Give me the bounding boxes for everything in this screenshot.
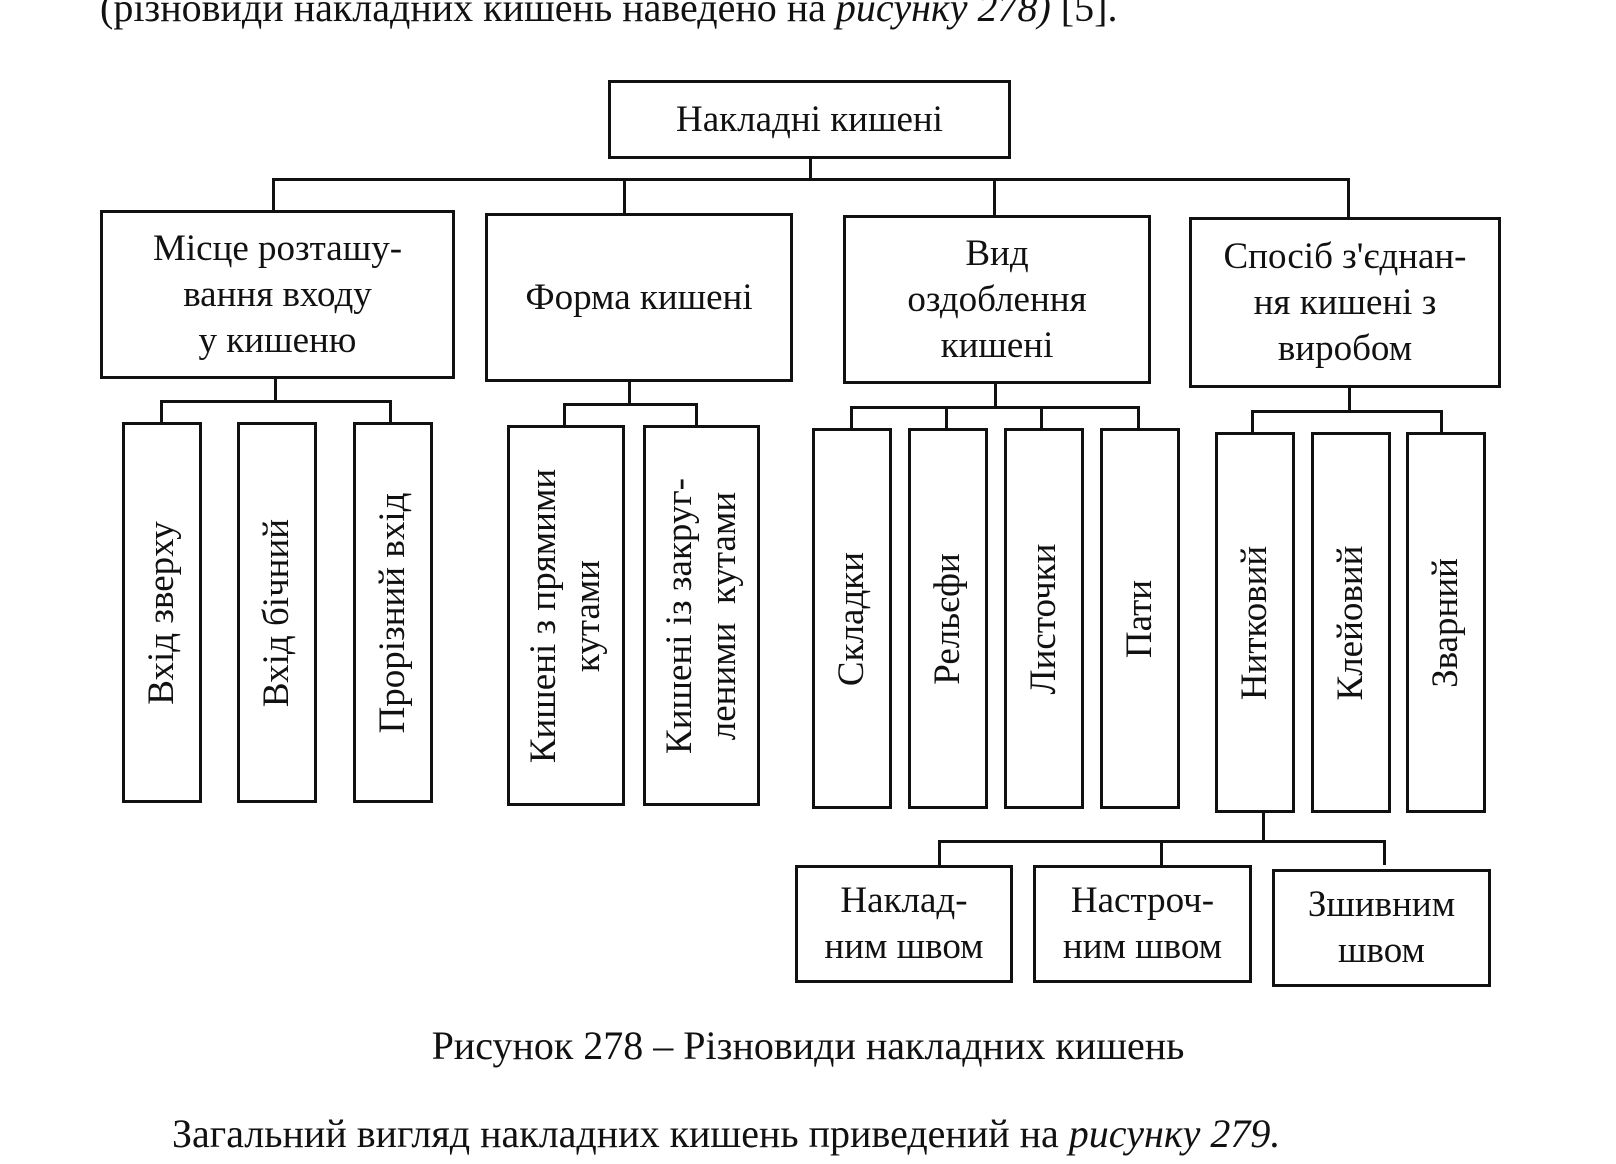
leaf-node: Кишені із закруг- леними кутами xyxy=(643,425,760,806)
connector xyxy=(1160,840,1163,865)
leaf-label: Листочки xyxy=(1023,543,1064,694)
connector xyxy=(994,381,997,408)
leaf-node: Клейовий xyxy=(1311,432,1391,813)
leaf-label: Кишені з прямими кутами xyxy=(523,468,608,763)
connector xyxy=(563,403,566,425)
leaf-node: Листочки xyxy=(1004,428,1084,809)
leaf-label: Складки xyxy=(831,551,872,686)
category-label: Вид оздоблення кишені xyxy=(907,232,1087,366)
leaf-label: Рельєфи xyxy=(927,552,968,685)
leaf-label: Зварний xyxy=(1425,557,1466,688)
connector xyxy=(1040,406,1043,428)
connector xyxy=(945,406,948,428)
seam-label: Наклад- ним швом xyxy=(824,880,984,967)
connector xyxy=(1383,840,1386,865)
connector xyxy=(1137,406,1140,428)
leaf-node: Зварний xyxy=(1406,432,1486,813)
category-label: Спосіб з'єднан- ня кишені з виробом xyxy=(1223,235,1467,369)
seam-label: Зшивним швом xyxy=(1307,884,1456,971)
leaf-node: Рельєфи xyxy=(908,428,988,809)
root-node: Накладні кишені xyxy=(608,80,1011,159)
category-label: Місце розташу- вання входу у кишеню xyxy=(152,227,403,361)
seam-label: Настроч- ним швом xyxy=(1062,880,1223,967)
leaf-node: Пати xyxy=(1100,428,1180,809)
leaf-node: Складки xyxy=(812,428,892,809)
connector xyxy=(1348,385,1351,412)
connector xyxy=(1347,178,1350,217)
intro-text: (різновиди накладних кишень наведено на … xyxy=(100,0,1118,30)
category-node-decor: Вид оздоблення кишені xyxy=(843,215,1151,384)
connector xyxy=(274,377,277,403)
connector xyxy=(272,178,1350,181)
leaf-node: Кишені з прямими кутами xyxy=(507,425,625,806)
connector xyxy=(850,406,1140,409)
connector xyxy=(1440,410,1443,432)
leaf-label: Клейовий xyxy=(1330,545,1371,700)
leaf-node: Вхід зверху xyxy=(122,422,202,803)
leaf-label: Кишені із закруг- леними кутами xyxy=(658,477,744,754)
leaf-label: Вхід бічний xyxy=(256,518,297,707)
connector xyxy=(1251,410,1254,432)
connector xyxy=(993,178,996,215)
connector xyxy=(1251,410,1443,413)
connector xyxy=(160,400,392,403)
leaf-label: Пати xyxy=(1119,579,1160,658)
category-label: Форма кишені xyxy=(525,276,753,318)
connector xyxy=(809,157,812,181)
leaf-node: Вхід бічний xyxy=(237,422,317,803)
body-text: Загальний вигляд накладних кишень привед… xyxy=(172,1111,1281,1156)
seam-node: Настроч- ним швом xyxy=(1033,865,1252,983)
root-label: Накладні кишені xyxy=(676,98,943,140)
category-node-join: Спосіб з'єднан- ня кишені з виробом xyxy=(1189,217,1501,388)
figure-caption: Рисунок 278 – Різновиди накладних кишень xyxy=(431,1023,1185,1068)
connector xyxy=(1262,806,1265,843)
connector xyxy=(160,400,163,422)
connector xyxy=(695,403,698,425)
connector xyxy=(850,406,853,428)
connector xyxy=(272,178,275,210)
connector xyxy=(938,840,941,865)
leaf-label: Вхід зверху xyxy=(141,520,182,705)
connector xyxy=(628,380,631,406)
seam-node: Зшивним швом xyxy=(1272,869,1491,987)
connector xyxy=(563,403,698,406)
category-node-entry: Місце розташу- вання входу у кишеню xyxy=(100,210,455,379)
connector xyxy=(389,400,392,422)
leaf-label: Прорізний вхід xyxy=(372,492,413,733)
seam-node: Наклад- ним швом xyxy=(795,865,1013,983)
leaf-node: Нитковий xyxy=(1215,432,1295,813)
connector xyxy=(623,178,626,213)
leaf-label: Нитковий xyxy=(1234,545,1275,700)
category-node-shape: Форма кишені xyxy=(485,213,793,382)
leaf-node: Прорізний вхід xyxy=(353,422,433,803)
